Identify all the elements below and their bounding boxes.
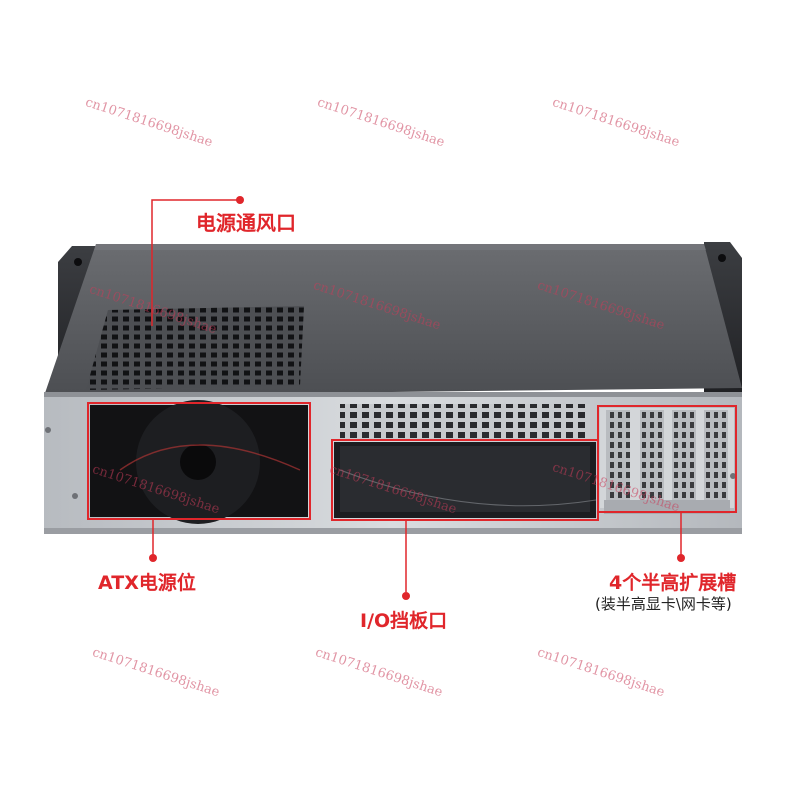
label-atx-psu: ATX电源位	[98, 572, 196, 594]
label-expansion-slots: 4个半高扩展槽	[609, 572, 737, 594]
io-shield-opening	[334, 442, 597, 518]
top-vent-grille	[86, 306, 304, 390]
label-psu-vent: 电源通风口	[196, 211, 296, 235]
callout-io-shield	[402, 520, 410, 600]
label-expansion-note: (装半高显卡\网卡等)	[595, 595, 732, 613]
highlight-expansion-slots	[597, 405, 737, 513]
expansion-slot-area	[600, 408, 734, 514]
rear-vent-grille	[340, 404, 590, 440]
label-io-shield: I/O挡板口	[360, 610, 448, 632]
highlight-atx-psu	[87, 402, 311, 520]
callout-expansion-slots	[677, 512, 685, 562]
callout-atx-psu	[149, 519, 157, 562]
atx-psu-bay	[90, 400, 308, 524]
callout-psu-vent	[151, 196, 244, 326]
